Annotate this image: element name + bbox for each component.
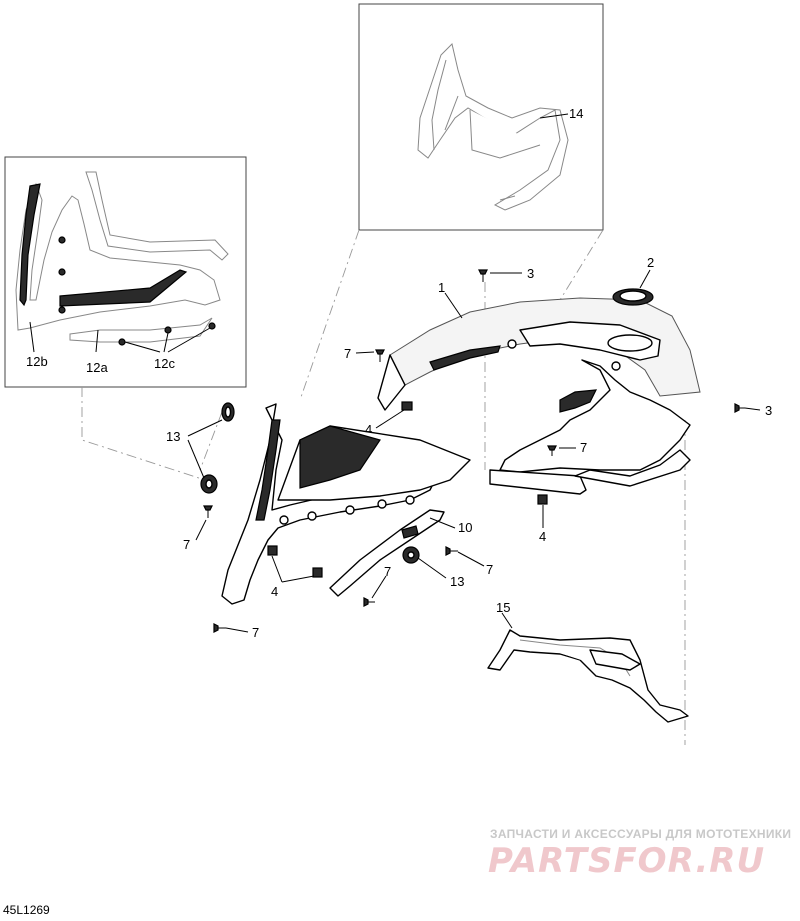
callout-3-top: 3 <box>527 266 534 281</box>
callout-1: 1 <box>438 280 445 295</box>
callout-7-hood-left: 7 <box>344 346 351 361</box>
lower-bracket <box>487 629 689 723</box>
side-panel-outer <box>15 171 229 343</box>
inset-windshield: 14 <box>358 3 604 231</box>
callout-13-left: 13 <box>166 429 180 444</box>
reference-lines <box>81 229 686 745</box>
callout-7-front-right: 7 <box>486 562 493 577</box>
side-panel-dark-strip <box>19 183 188 307</box>
callout-7-front-bottom: 7 <box>384 564 391 579</box>
grommet-13-right <box>402 546 420 564</box>
screw-7-lower-left <box>213 623 226 633</box>
screw-7-hood-left <box>375 349 385 362</box>
grommet-13-left <box>200 474 218 494</box>
screw-7-front-right <box>445 546 458 556</box>
callout-14: 14 <box>569 106 583 121</box>
callout-7-lower-left: 7 <box>252 625 259 640</box>
fastener-dots-inset <box>58 236 216 346</box>
callout-15: 15 <box>496 600 510 615</box>
screw-3-top <box>478 269 488 282</box>
watermark: ЗАПЧАСТИ И АКСЕССУАРЫ ДЛЯ МОТОТЕХНИКИ PA… <box>488 827 791 881</box>
clip-4-hood-right <box>537 494 548 505</box>
front-panel <box>221 403 471 605</box>
callout-3-right: 3 <box>765 403 772 418</box>
screw-3-right <box>734 403 745 413</box>
watermark-logo: PARTSFOR.RU <box>488 841 765 881</box>
callout-4-front: 4 <box>271 584 278 599</box>
callout-7-front-left: 7 <box>183 537 190 552</box>
clip-4-hood-left <box>401 401 413 411</box>
callout-7-hood-center: 7 <box>580 440 587 455</box>
screw-7-hood-center <box>547 445 557 456</box>
inset-side-panels: 12b 12a 12c <box>4 156 247 388</box>
callout-12c: 12c <box>154 356 175 371</box>
callout-4-hood-right: 4 <box>539 529 546 544</box>
callout-12a: 12a <box>86 360 108 375</box>
clip-4-front-b <box>312 567 323 578</box>
callout-2: 2 <box>647 255 654 270</box>
callout-10: 10 <box>458 520 472 535</box>
callout-4-hood-left: 4 <box>365 422 372 437</box>
hood-panel <box>377 297 701 495</box>
screw-7-front-bottom <box>363 597 375 607</box>
screw-7-front-left <box>203 505 213 518</box>
watermark-tagline: ЗАПЧАСТИ И АКСЕССУАРЫ ДЛЯ МОТОТЕХНИКИ <box>490 827 791 841</box>
grommet-13-top <box>221 402 235 422</box>
clip-4-front-a <box>267 545 278 556</box>
drawing-id: 45L1269 <box>3 903 50 917</box>
windshield-part <box>417 43 569 211</box>
callout-12b: 12b <box>26 354 48 369</box>
callout-13-right: 13 <box>450 574 464 589</box>
gas-cap-ring <box>612 288 654 306</box>
